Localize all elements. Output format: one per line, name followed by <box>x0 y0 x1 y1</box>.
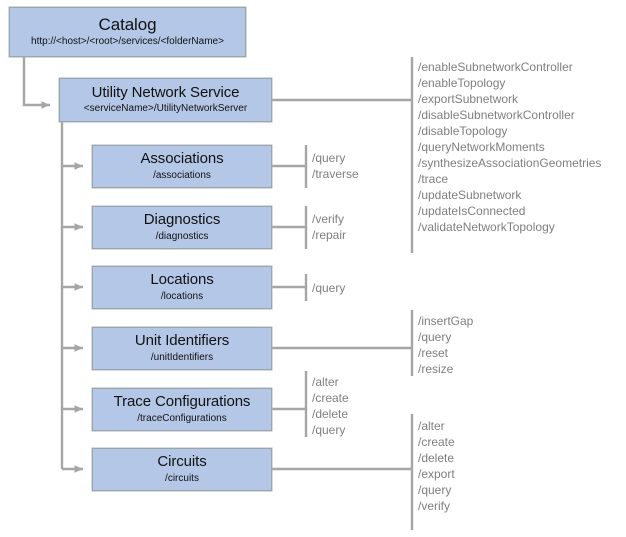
node-trace-configurations[interactable]: Trace Configurations /traceConfiguration… <box>92 388 272 431</box>
node-circuits[interactable]: Circuits /circuits <box>92 448 272 491</box>
node-associations-path: /associations <box>153 169 211 181</box>
operation-item[interactable]: /query <box>312 151 346 165</box>
node-circuits-path: /circuits <box>165 472 199 484</box>
node-catalog[interactable]: Catalog http://<host>/<root>/services/<f… <box>9 7 246 57</box>
operation-item[interactable]: /alter <box>418 419 445 433</box>
operation-item[interactable]: /insertGap <box>418 314 474 328</box>
operations-unit-identifiers: /insertGap/query/reset/resize <box>418 313 473 377</box>
operation-item[interactable]: /trace <box>418 172 449 186</box>
operation-item[interactable]: /exportSubnetwork <box>418 92 519 106</box>
operation-item[interactable]: /traverse <box>312 167 359 181</box>
node-associations-title: Associations <box>140 150 224 168</box>
node-diagnostics-path: /diagnostics <box>155 230 209 242</box>
operation-item[interactable]: /verify <box>312 212 345 226</box>
operation-item[interactable]: /create <box>418 435 455 449</box>
node-unit-identifiers-path: /unitIdentifiers <box>150 351 214 363</box>
operations-trace-configurations: /alter/create/delete/query <box>312 374 349 438</box>
operation-item[interactable]: /query <box>312 423 346 437</box>
node-circuits-title: Circuits <box>157 453 207 471</box>
operation-item[interactable]: /delete <box>312 407 349 421</box>
operation-item[interactable]: /query <box>418 483 452 497</box>
operation-item[interactable]: /alter <box>312 375 339 389</box>
operations-service: /enableSubnetworkController/enableTopolo… <box>418 59 601 235</box>
node-associations[interactable]: Associations /associations <box>92 145 272 188</box>
node-catalog-title: Catalog <box>98 14 157 34</box>
operation-item[interactable]: /reset <box>418 346 449 360</box>
node-locations-path: /locations <box>160 290 204 302</box>
node-unit-identifiers[interactable]: Unit Identifiers /unitIdentifiers <box>92 327 272 370</box>
operation-item[interactable]: /resize <box>418 362 454 376</box>
operations-locations: /query <box>312 280 345 296</box>
operation-item[interactable]: /verify <box>418 499 451 513</box>
operation-item[interactable]: /delete <box>418 451 455 465</box>
operations-circuits: /alter/create/delete/export/query/verify <box>418 418 455 514</box>
operation-item[interactable]: /validateNetworkTopology <box>418 220 555 234</box>
node-trace-configurations-title: Trace Configurations <box>113 393 251 411</box>
node-trace-configurations-path: /traceConfigurations <box>137 412 227 424</box>
operation-item[interactable]: /updateSubnetwork <box>418 188 522 202</box>
operation-item[interactable]: /synthesizeAssociationGeometries <box>418 156 602 170</box>
node-locations[interactable]: Locations /locations <box>92 266 272 309</box>
operation-item[interactable]: /disableSubnetworkController <box>418 108 575 122</box>
node-diagnostics-title: Diagnostics <box>143 211 221 229</box>
operation-item[interactable]: /query <box>312 281 346 295</box>
node-unit-identifiers-title: Unit Identifiers <box>134 332 230 350</box>
operations-diagnostics: /verify/repair <box>312 211 346 243</box>
node-utility-network-service-path: <serviceName>/UtilityNetworkServer <box>83 103 248 115</box>
operation-item[interactable]: /export <box>418 467 455 481</box>
operation-item[interactable]: /query <box>418 330 452 344</box>
operation-item[interactable]: /disableTopology <box>418 124 508 138</box>
node-utility-network-service[interactable]: Utility Network Service <serviceName>/Ut… <box>59 78 272 122</box>
operation-item[interactable]: /updateIsConnected <box>418 204 526 218</box>
node-catalog-path: http://<host>/<root>/services/<folderNam… <box>31 36 224 48</box>
operation-item[interactable]: /enableTopology <box>418 76 506 90</box>
operation-item[interactable]: /create <box>312 391 349 405</box>
node-utility-network-service-title: Utility Network Service <box>91 83 240 101</box>
operation-item[interactable]: /repair <box>312 228 347 242</box>
operations-associations: /query/traverse <box>312 150 359 182</box>
node-diagnostics[interactable]: Diagnostics /diagnostics <box>92 206 272 249</box>
operation-item[interactable]: /enableSubnetworkController <box>418 60 573 74</box>
operation-item[interactable]: /queryNetworkMoments <box>418 140 545 154</box>
node-locations-title: Locations <box>150 271 214 289</box>
